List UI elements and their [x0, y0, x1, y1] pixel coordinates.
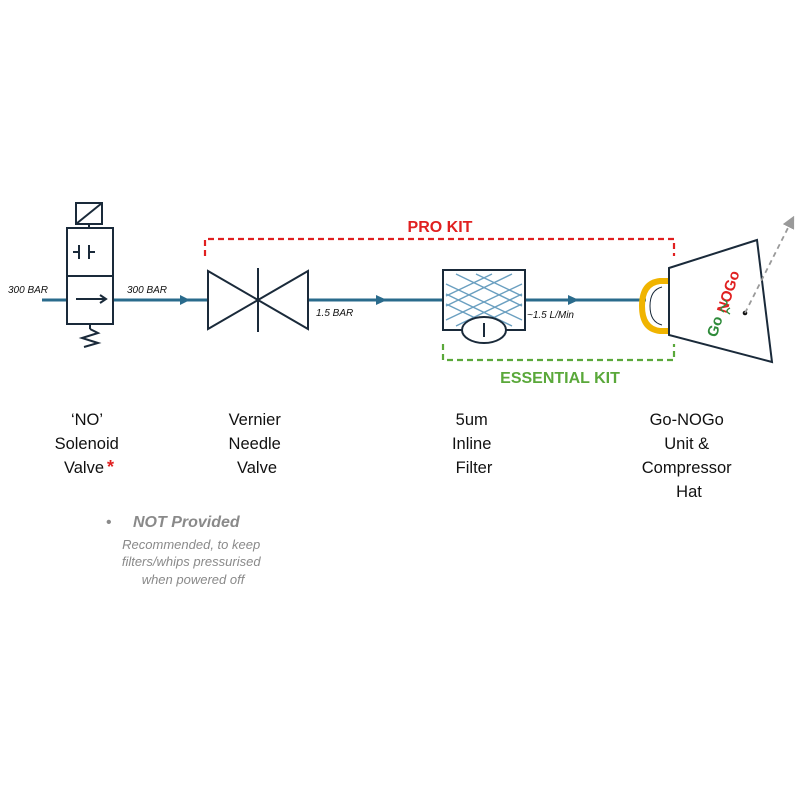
pro-kit-bracket [203, 237, 676, 256]
essential-kit-label: ESSENTIAL KIT [500, 370, 620, 387]
essential-kit-bracket [441, 344, 676, 362]
note-heading: NOT Provided [133, 514, 241, 531]
compressor-hat [638, 278, 669, 334]
swirl-icon [720, 299, 731, 315]
needle-valve-symbol [207, 268, 309, 332]
gonogo-logo-part1: Go [704, 314, 727, 339]
inlet-pressure-label: 300 BAR [8, 285, 48, 296]
filter-flow-rate-label: ~1.5 L/Min [527, 310, 574, 321]
solenoid-valve-symbol [66, 202, 114, 348]
inline-filter-label: 5um Inline Filter [452, 411, 496, 477]
flow-arrowhead [180, 295, 190, 305]
note-bullet: • [106, 514, 112, 531]
pro-kit-label: PRO KIT [408, 219, 473, 236]
gonogo-unit-body [668, 238, 774, 364]
flow-arrowhead [376, 295, 387, 305]
solenoid-valve-label: ‘NO’ Solenoid Valve [55, 411, 124, 477]
flow-arrowhead [568, 295, 579, 305]
note-body: Recommended, to keep filters/whips press… [122, 537, 264, 587]
solenoid-outlet-pressure-label: 300 BAR [127, 285, 167, 296]
solenoid-asterisk: * [107, 457, 114, 477]
needle-valve-label: Vernier Needle Valve [229, 411, 286, 477]
inline-filter-symbol [442, 269, 526, 344]
needle-outlet-pressure-label: 1.5 BAR [316, 308, 353, 319]
gonogo-unit-label: Go-NOGo Unit & Compressor Hat [642, 411, 736, 501]
compressor-hat-inner [649, 286, 663, 326]
